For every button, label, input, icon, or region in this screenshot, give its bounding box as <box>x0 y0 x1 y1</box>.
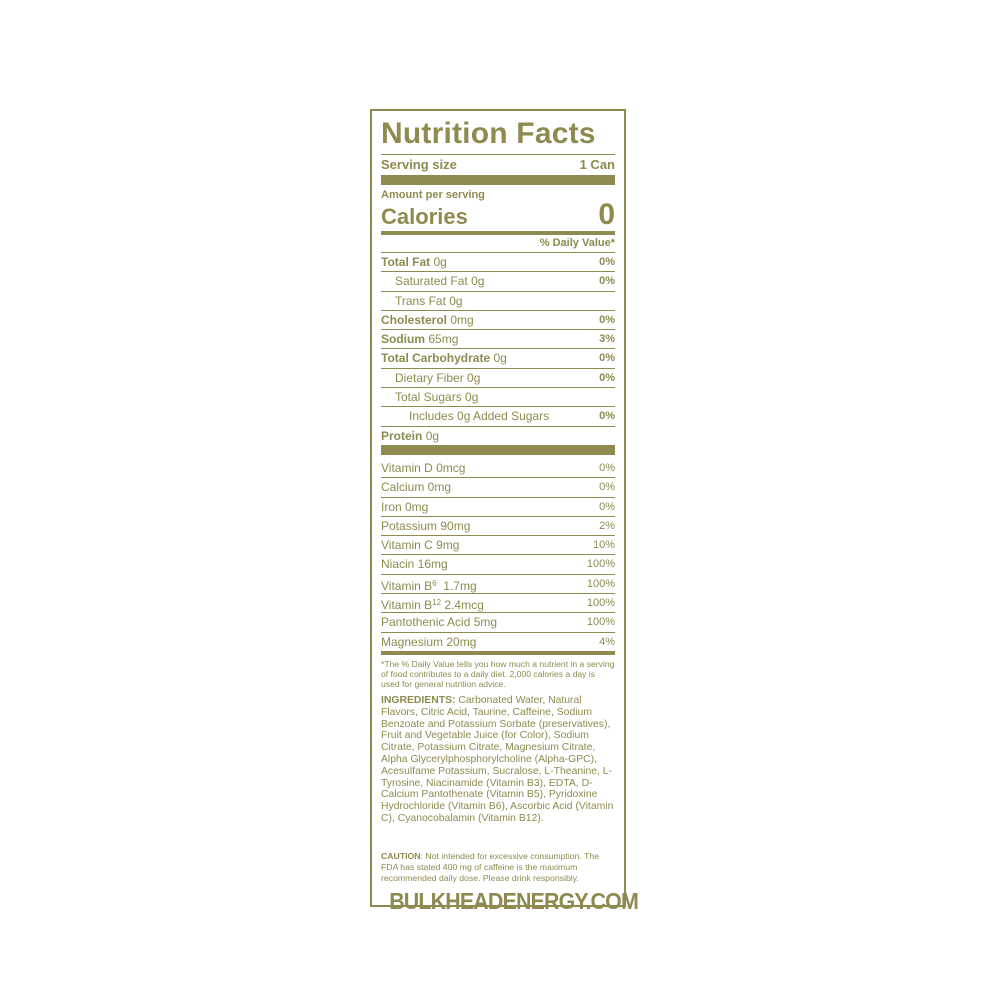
vitamin-row-potassium: Potassium 90mg 2% <box>381 517 615 537</box>
vitamin-dv: 0% <box>599 461 615 474</box>
calories-value: 0 <box>598 198 615 231</box>
thick-divider <box>381 175 615 185</box>
medium-divider <box>381 650 615 655</box>
vitamin-row-pantothenic-acid: Pantothenic Acid 5mg 100% <box>381 613 615 633</box>
vitamin-dv: 100% <box>586 558 615 571</box>
nutrient-name: Saturated Fat <box>395 274 468 289</box>
ingredients-text: Carbonated Water, Natural Flavors, Citri… <box>381 694 614 824</box>
vitamin-row-vitamin-d: Vitamin D 0mcg 0% <box>381 459 615 479</box>
vitamin-row-vitamin-b12: Vitamin B12 2.4mcg 100% <box>381 594 615 614</box>
nutrient-row-total-fat: Total Fat 0g 0% <box>381 253 615 273</box>
vitamin-dv: 0% <box>599 500 615 513</box>
thick-divider <box>381 444 615 455</box>
vitamin-text: Vitamin D 0mcg <box>381 460 466 475</box>
vitamin-text: Vitamin B <box>381 598 433 613</box>
calories-label: Calories <box>381 204 468 229</box>
nutrient-name: Protein <box>381 428 423 443</box>
nutrient-row-saturated-fat: Saturated Fat 0g 0% <box>381 272 615 292</box>
nutrient-amount: 0g <box>449 293 463 308</box>
serving-size-label: Serving size <box>381 157 457 172</box>
medium-divider <box>381 231 615 235</box>
nutrient-name: Total Fat <box>381 255 431 269</box>
vitamin-dv: 100% <box>586 597 615 610</box>
serving-size-value: 1 Can <box>579 157 615 172</box>
daily-value-header: % Daily Value* <box>381 235 615 253</box>
nutrition-label: Nutrition Facts Serving size 1 Can Amoun… <box>370 109 639 914</box>
vitamin-text: Calcium 0mg <box>381 480 452 495</box>
vitamin-row-niacin: Niacin 16mg 100% <box>381 555 615 575</box>
nutrient-name: Total Sugars <box>395 390 462 405</box>
vitamin-dv: 100% <box>586 616 615 629</box>
vitamin-text: Magnesium 20mg <box>381 634 477 649</box>
nutrient-name: Sodium <box>381 332 425 347</box>
nutrient-dv: 0% <box>599 275 615 288</box>
nutrient-dv: 0% <box>599 371 615 384</box>
vitamin-dv: 0% <box>599 481 615 494</box>
nutrient-row-added-sugars: Includes 0g Added Sugars 0% <box>381 407 615 427</box>
ingredients-block: INGREDIENTS: Carbonated Water, Natural F… <box>381 695 615 825</box>
nutrient-dv: 0% <box>599 313 615 326</box>
vitamin-row-magnesium: Magnesium 20mg 4% <box>381 633 615 651</box>
nutrient-name: Dietary Fiber <box>395 370 464 385</box>
nutrient-row-trans-fat: Trans Fat 0g <box>381 292 615 311</box>
vitamin-text: Vitamin C 9mg <box>381 538 460 553</box>
vitamin-list: Vitamin D 0mcg 0% Calcium 0mg 0% Iron 0m… <box>381 459 615 651</box>
nutrient-amount: 0g <box>471 274 485 289</box>
vitamin-text: Niacin 16mg <box>381 557 448 572</box>
nutrient-name: Total Carbohydrate <box>381 351 491 366</box>
vitamin-subscript: 6 <box>432 578 437 588</box>
nutrient-amount: 65mg <box>428 332 459 347</box>
nutrient-dv: 0% <box>599 352 615 365</box>
vitamin-amount: 2.4mcg <box>444 598 484 613</box>
nutrient-amount: 0g <box>467 370 481 385</box>
nutrient-dv: 0% <box>599 256 615 268</box>
nutrient-dv: 0% <box>599 410 615 423</box>
nutrient-amount: 0g <box>465 390 479 405</box>
calories-row: Calories 0 <box>381 198 615 231</box>
caution-text: : Not intended for excessive consumption… <box>381 850 600 883</box>
nutrient-name: Includes 0g Added Sugars <box>409 409 550 424</box>
nutrient-row-sodium: Sodium 65mg 3% <box>381 330 615 350</box>
vitamin-text: Iron 0mg <box>381 499 429 514</box>
nutrient-dv: 3% <box>599 333 615 346</box>
vitamin-row-iron: Iron 0mg 0% <box>381 498 615 517</box>
caution-block: CAUTION: Not intended for excessive cons… <box>381 851 615 884</box>
vitamin-dv: 10% <box>592 539 615 552</box>
serving-size-row: Serving size 1 Can <box>381 154 615 175</box>
nutrient-row-cholesterol: Cholesterol 0mg 0% <box>381 311 615 331</box>
vitamin-text: Pantothenic Acid 5mg <box>381 615 498 630</box>
nutrient-name: Cholesterol <box>381 312 448 327</box>
vitamin-row-vitamin-c: Vitamin C 9mg 10% <box>381 536 615 556</box>
daily-value-footnote: *The % Daily Value tells you how much a … <box>381 658 615 689</box>
nutrient-row-protein: Protein 0g <box>381 427 615 445</box>
vitamin-dv: 100% <box>586 577 615 590</box>
vitamin-dv: 4% <box>599 635 615 648</box>
vitamin-row-calcium: Calcium 0mg 0% <box>381 478 615 498</box>
nutrient-amount: 0g <box>433 255 447 269</box>
amount-per-serving: Amount per serving <box>381 189 485 201</box>
nutrient-amount: 0g <box>425 428 440 443</box>
label-title: Nutrition Facts <box>381 117 596 150</box>
nutrient-row-total-sugars: Total Sugars 0g <box>381 388 615 408</box>
nutrient-row-total-carbohydrate: Total Carbohydrate 0g 0% <box>381 349 615 369</box>
nutrient-name: Trans Fat <box>395 293 446 308</box>
vitamin-dv: 2% <box>599 519 615 532</box>
vitamin-subscript: 12 <box>432 598 442 608</box>
caution-label: CAUTION <box>381 850 421 861</box>
website-text: BULKHEADENERGY.COM <box>389 887 639 914</box>
nutrient-list: Total Fat 0g 0% Saturated Fat 0g 0% Tran… <box>381 253 615 445</box>
nutrient-amount: 0mg <box>450 312 474 327</box>
vitamin-text: Potassium 90mg <box>381 518 471 533</box>
vitamin-amount: 1.7mg <box>443 578 477 593</box>
label-content: Nutrition Facts Serving size 1 Can Amoun… <box>381 111 639 914</box>
nutrient-row-dietary-fiber: Dietary Fiber 0g 0% <box>381 369 615 389</box>
ingredients-label: INGREDIENTS: <box>381 694 456 706</box>
vitamin-row-vitamin-b6: Vitamin B6 1.7mg 100% <box>381 575 615 595</box>
vitamin-text: Vitamin B <box>381 578 433 593</box>
nutrient-amount: 0g <box>493 351 507 366</box>
